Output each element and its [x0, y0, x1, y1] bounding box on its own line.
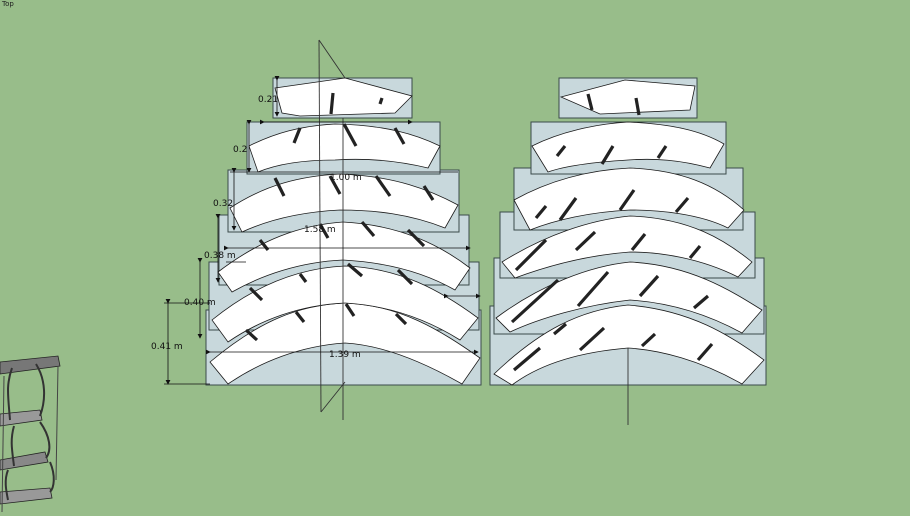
dim-label-w3: 1.39 m — [329, 350, 361, 360]
axis-diagonal — [318, 39, 346, 79]
dim-label-w1: 1.00 m — [330, 173, 362, 183]
right-sheet-group[interactable] — [489, 77, 767, 425]
dim-label-h4: 0.38 m — [204, 251, 236, 261]
dim-label-w2: 1.58 m — [304, 225, 336, 235]
dim-label-h6: 0.41 m — [151, 342, 183, 352]
panel-r1[interactable] — [559, 79, 696, 115]
shelf-model[interactable] — [0, 355, 61, 513]
axis-diagonal-lower — [320, 381, 346, 413]
panel-r2[interactable] — [531, 121, 725, 173]
right-slots — [510, 93, 714, 372]
panel-r5[interactable] — [495, 261, 763, 334]
panel-3[interactable] — [229, 173, 459, 233]
panel-r6[interactable] — [493, 304, 765, 386]
left-sheet-group[interactable]: 0.21 0.2 1.00 m 0.32 1.58 m 0.38 m 0.40 … — [151, 39, 482, 420]
view-name-label: Top — [2, 0, 14, 8]
dim-label-h2: 0.2 — [233, 145, 247, 155]
panel-4[interactable] — [217, 221, 471, 293]
panel-5[interactable] — [211, 265, 479, 343]
dim-label-h1: 0.21 — [258, 95, 278, 105]
dim-label-h5: 0.40 m — [184, 298, 216, 308]
left-slots — [244, 92, 435, 342]
dim-label-h3: 0.32 — [213, 199, 233, 209]
panel-r4[interactable] — [501, 215, 753, 279]
dimension-annotations — [164, 76, 481, 385]
